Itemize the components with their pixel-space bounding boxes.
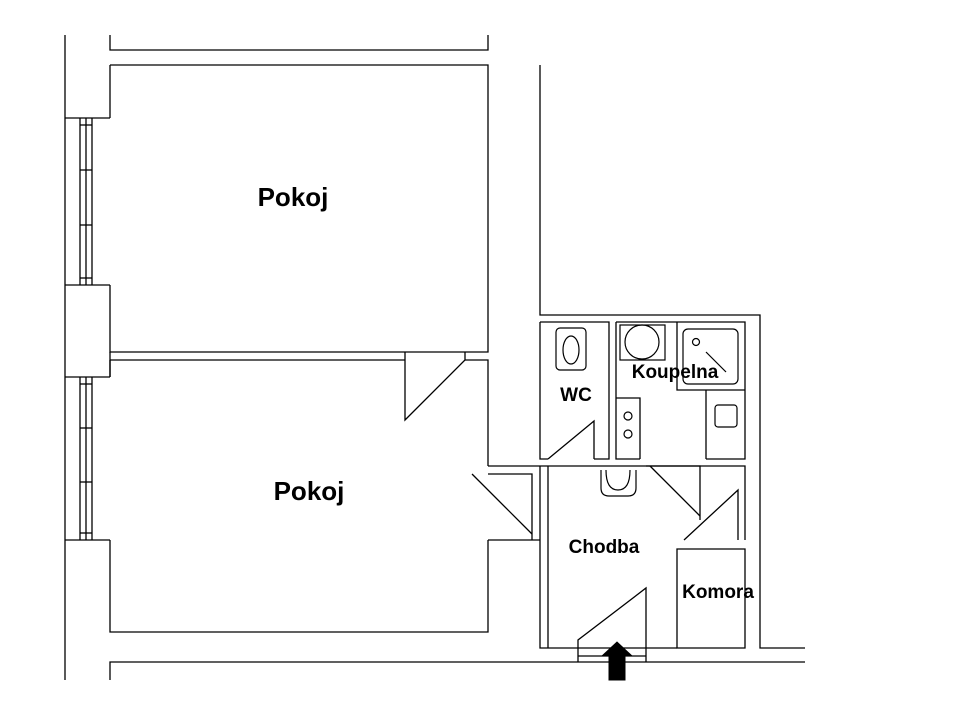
stove-icon [623,411,633,439]
exterior-wall-bottom [109,661,805,680]
washbasin-icon [619,324,666,361]
window-upper [79,118,93,285]
hall-washbasin-icon [600,469,637,497]
passage-to-chodba [488,465,540,541]
door-entrance [577,586,647,648]
room-wc [539,321,610,460]
entrance-arrow-icon [600,641,634,681]
toilet-icon [555,327,587,371]
door-koupelna [649,465,701,517]
door-pokoj [404,352,466,422]
exterior-wall-right [539,65,805,649]
door-chodba-pokoj [471,473,533,535]
room-pokoj-lower [109,360,489,633]
label-chodba: Chodba [569,537,640,558]
label-pokoj-lower: Pokoj [274,476,345,506]
label-pokoj-upper: Pokoj [258,182,329,212]
shower-tray-icon [682,328,739,385]
room-pokoj-upper [109,64,489,353]
room-chodba [539,465,746,649]
label-wc: WC [560,385,592,406]
window-lower [79,377,93,540]
sink-icon [714,404,738,428]
label-komora: Komora [682,582,754,603]
door-komora [683,488,739,541]
door-wc [547,419,595,460]
room-komora [676,548,746,649]
label-koupelna: Koupelna [632,362,719,383]
interior-wall-middle [110,359,489,466]
top-partial-room [109,35,489,51]
